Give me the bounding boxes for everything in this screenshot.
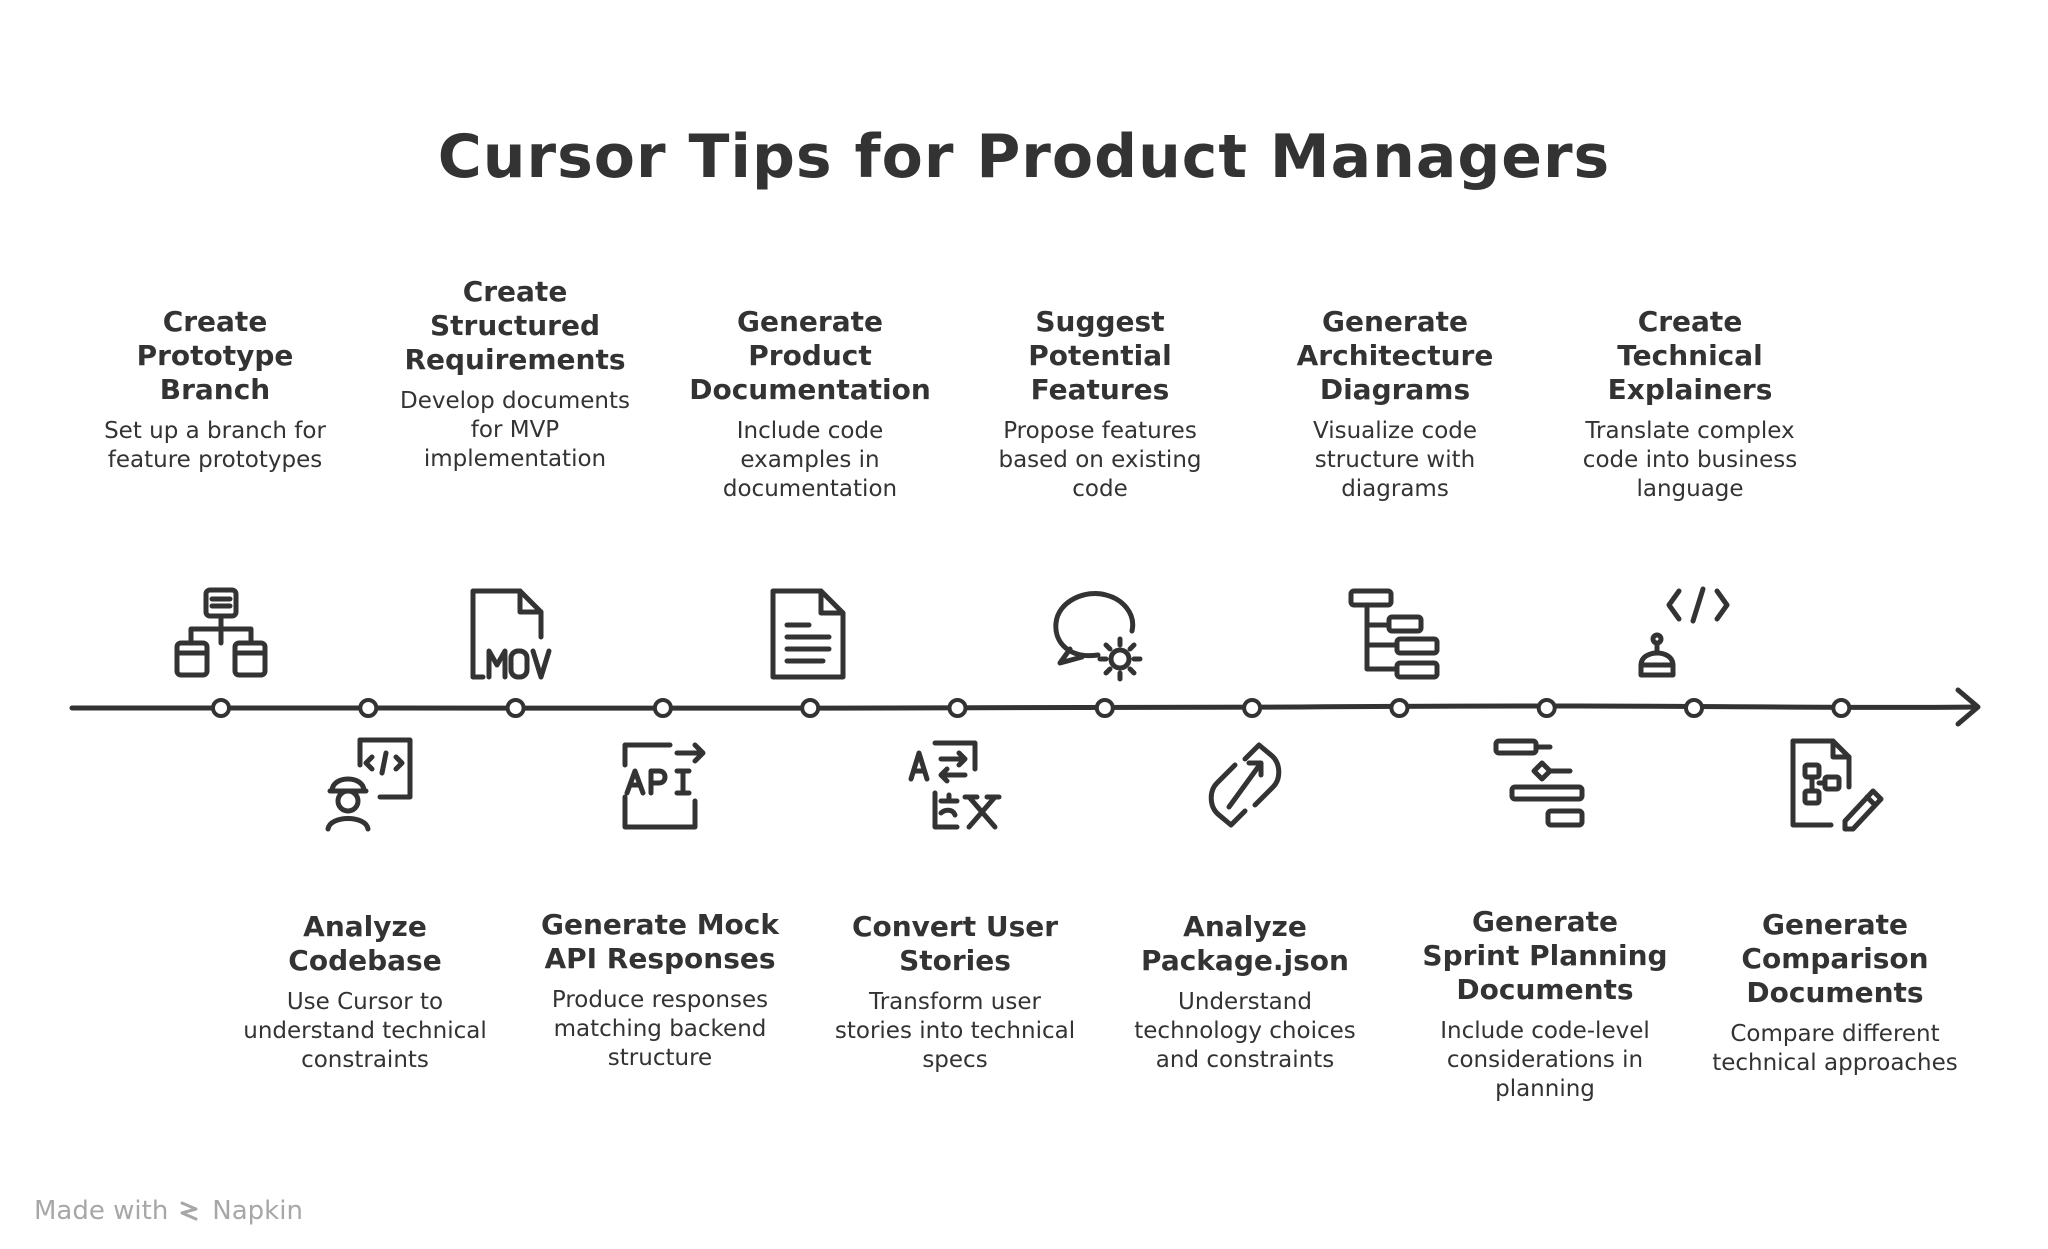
timeline-dot <box>1242 698 1263 718</box>
step-description: Compare different technical approaches <box>1712 1021 1958 1076</box>
step-8: Analyze Package.json Understand technolo… <box>1120 910 1370 1075</box>
hierarchy-icon <box>1345 585 1445 685</box>
step-description: Use Cursor to understand technical const… <box>243 989 487 1073</box>
api-file-icon <box>615 735 715 835</box>
step-description: Include code examples in documentation <box>722 418 898 502</box>
step-description: Visualize code structure with diagrams <box>1312 418 1478 502</box>
timeline-dot <box>211 698 231 718</box>
step-description: Produce responses matching backend struc… <box>551 987 769 1071</box>
timeline-dots <box>211 698 1852 718</box>
step-11: Create Technical Explainers Translate co… <box>1565 305 1815 504</box>
step-heading: Generate Sprint Planning Documents <box>1422 905 1668 1006</box>
step-description: Transform user stories into technical sp… <box>834 989 1076 1073</box>
step-heading: Generate Architecture Diagrams <box>1296 305 1494 406</box>
step-5: Generate Product Documentation Include c… <box>685 305 935 504</box>
footer-made-with: Made with <box>34 1196 169 1226</box>
step-2: Analyze Codebase Use Cursor to understan… <box>240 910 490 1075</box>
document-icon <box>757 585 857 685</box>
napkin-logo-icon <box>176 1197 204 1225</box>
timeline-axis <box>69 687 1981 727</box>
sitemap-icon <box>171 585 271 685</box>
timeline-dot <box>947 698 968 718</box>
timeline-dot <box>652 698 673 718</box>
doc-edit-icon <box>1785 735 1885 835</box>
footer: Made with Napkin <box>34 1196 303 1226</box>
gantt-icon <box>1490 735 1590 835</box>
timeline-arrowhead <box>1955 687 1981 727</box>
step-3: Create Structured Requirements Develop d… <box>390 275 640 474</box>
page-title: Cursor Tips for Product Managers <box>437 122 1611 192</box>
translate-icon <box>905 735 1005 835</box>
timeline-dot <box>1389 698 1410 718</box>
step-6: Convert User Stories Transform user stor… <box>830 910 1080 1075</box>
timeline-dot <box>1684 698 1704 718</box>
footer-brand: Napkin <box>212 1196 303 1226</box>
step-heading: Create Structured Requirements <box>404 275 626 376</box>
step-9: Generate Architecture Diagrams Visualize… <box>1270 305 1520 504</box>
step-heading: Analyze Package.json <box>1141 910 1349 977</box>
step-description: Propose features based on existing code <box>998 418 1202 502</box>
step-7: Suggest Potential Features Propose featu… <box>975 305 1225 504</box>
step-description: Understand technology choices and constr… <box>1134 989 1356 1073</box>
step-heading: Suggest Potential Features <box>1028 305 1172 406</box>
chat-gear-icon <box>1050 585 1150 685</box>
mov-file-icon <box>465 585 565 685</box>
step-heading: Analyze Codebase <box>288 910 442 977</box>
step-description: Translate complex code into business lan… <box>1582 418 1798 502</box>
step-description: Develop documents for MVP implementation <box>399 388 631 472</box>
timeline-dot <box>800 698 821 718</box>
step-heading: Create Technical Explainers <box>1607 305 1773 406</box>
step-12: Generate Comparison Documents Compare di… <box>1710 908 1960 1078</box>
step-heading: Generate Product Documentation <box>689 305 931 406</box>
step-1: Create Prototype Branch Set up a branch … <box>90 305 340 475</box>
timeline-dot <box>1094 698 1115 718</box>
step-description: Include code-level considerations in pla… <box>1440 1018 1650 1102</box>
step-heading: Convert User Stories <box>851 910 1059 977</box>
timeline-dot <box>1831 698 1852 718</box>
link-arrows-icon <box>1195 735 1295 835</box>
step-heading: Generate Comparison Documents <box>1741 908 1929 1009</box>
timeline-line <box>69 703 1978 711</box>
timeline-dot <box>505 698 526 718</box>
robot-code-icon <box>1635 585 1735 685</box>
developer-code-icon <box>320 735 420 835</box>
step-heading: Generate Mock API Responses <box>540 908 780 975</box>
timeline-dot <box>358 698 379 718</box>
timeline-dot <box>1536 698 1557 718</box>
step-4: Generate Mock API Responses Produce resp… <box>535 908 785 1073</box>
step-description: Set up a branch for feature prototypes <box>104 418 326 473</box>
step-10: Generate Sprint Planning Documents Inclu… <box>1420 905 1670 1104</box>
step-heading: Create Prototype Branch <box>136 305 294 406</box>
